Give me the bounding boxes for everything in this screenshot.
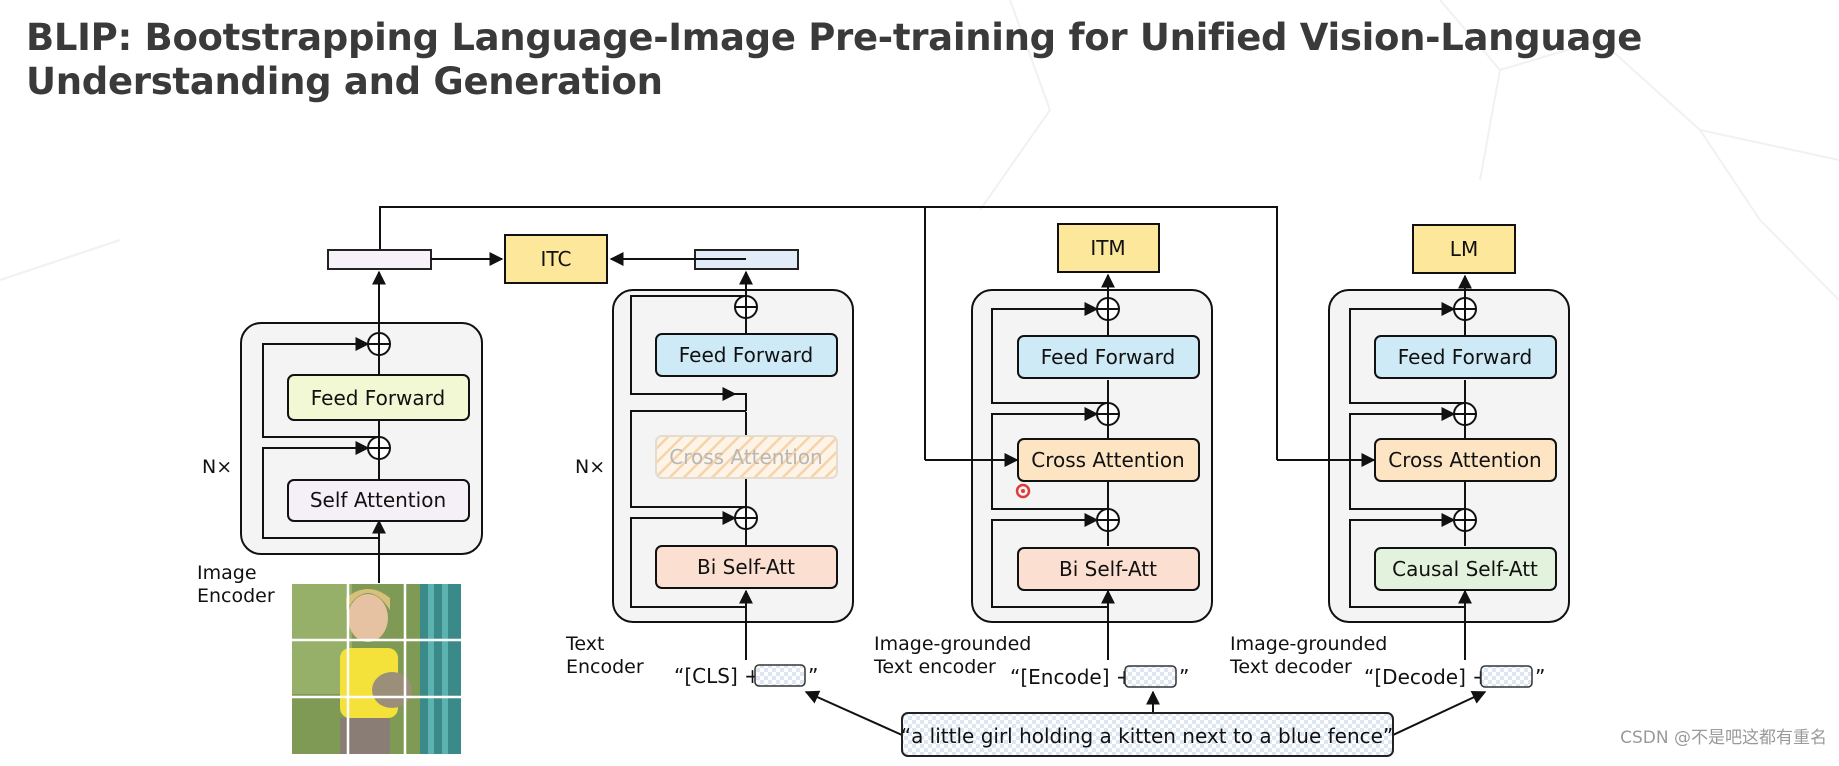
- grounded-encoder-bi-self-att-label: Bi Self-Att: [1059, 557, 1157, 581]
- add-node-icon: [1096, 297, 1120, 321]
- grounded-decoder-label-line2: Text decoder: [1229, 656, 1352, 678]
- input-image-girl-with-kitten: [292, 584, 461, 754]
- image-feed-forward-box: [287, 374, 470, 421]
- causal-self-att-box: [1374, 547, 1557, 591]
- image-encoder-repeat-label: N×: [202, 456, 232, 478]
- encode-token-close-quote: ”: [1179, 665, 1189, 689]
- add-node-icon: [734, 295, 758, 319]
- cls-token-close-quote: ”: [808, 664, 818, 688]
- text-encoder-feed-forward-box: [655, 333, 838, 377]
- text-encoder: Cross Attention Feed Forward Bi Self-Att…: [565, 249, 854, 688]
- self-attention-box: [287, 479, 470, 522]
- itc-box: [504, 234, 608, 284]
- grounded-decoder-cross-attention-label: Cross Attention: [1388, 448, 1542, 472]
- decode-token-label: “[Decode] +: [1364, 665, 1489, 689]
- text-encoder-bi-self-att-box: [655, 545, 838, 589]
- decode-token-embedding: [1480, 665, 1533, 688]
- image-embedding-bar: [327, 249, 432, 270]
- page-title: BLIP: Bootstrapping Language-Image Pre-t…: [26, 16, 1643, 103]
- lm-box: [1412, 224, 1516, 274]
- self-attention-label: Self Attention: [310, 488, 446, 512]
- grounded-encoder-feed-forward-box: [1017, 335, 1200, 379]
- add-node-icon: [1453, 508, 1477, 532]
- text-encoder-feed-forward-label: Feed Forward: [679, 343, 814, 367]
- watermark: CSDN @不是吧这都有重名: [1620, 728, 1827, 748]
- text-encoder-cross-attention-label: Cross Attention: [669, 445, 823, 469]
- add-node-icon: [367, 332, 391, 356]
- grounded-encoder-label-line2: Text encoder: [873, 656, 996, 678]
- decode-token-close-quote: ”: [1535, 665, 1545, 689]
- cls-token-embedding: [754, 664, 806, 687]
- image-encoder-label-line1: Image: [197, 562, 257, 584]
- text-encoder-repeat-label: N×: [575, 456, 605, 478]
- grounded-encoder-label-line1: Image-grounded: [874, 633, 1031, 655]
- add-node-icon: [1096, 402, 1120, 426]
- add-node-icon: [1453, 402, 1477, 426]
- add-node-icon: [367, 436, 391, 460]
- text-encoder-cross-attention-disabled: [655, 435, 838, 479]
- grounded-decoder-feed-forward-box: [1374, 335, 1557, 379]
- encode-token-label: “[Encode] +: [1010, 665, 1133, 689]
- caption-input: “a little girl holding a kitten next to …: [804, 690, 1487, 757]
- cursor-indicator-icon: [1015, 483, 1031, 499]
- caption-text: “a little girl holding a kitten next to …: [901, 724, 1394, 748]
- text-encoder-label-line2: Encoder: [566, 656, 644, 678]
- add-node-icon: [734, 506, 758, 530]
- grounded-decoder-cross-attention-box: [1374, 438, 1557, 482]
- itc-label: ITC: [541, 247, 572, 271]
- add-node-icon: [1453, 297, 1477, 321]
- grounded-encoder-bi-self-att-box: [1017, 547, 1200, 591]
- image-grounded-text-decoder: LM Feed Forward Cross Attention Causal S…: [1229, 224, 1570, 689]
- add-node-icon: [1096, 508, 1120, 532]
- image-feed-forward-label: Feed Forward: [311, 386, 446, 410]
- itm-box: [1057, 223, 1160, 273]
- text-encoder-bi-self-att-label: Bi Self-Att: [697, 555, 795, 579]
- top-connector-lines: [379, 206, 1278, 460]
- text-encoder-label-line1: Text: [565, 633, 604, 655]
- image-encoder: Feed Forward Self Attention N× Image Enc…: [197, 249, 504, 754]
- grounded-encoder-feed-forward-label: Feed Forward: [1041, 345, 1176, 369]
- grounded-encoder-cross-attention-box: [1017, 438, 1200, 482]
- grounded-encoder-cross-attention-label: Cross Attention: [1031, 448, 1185, 472]
- lm-label: LM: [1450, 237, 1478, 261]
- grounded-decoder-feed-forward-label: Feed Forward: [1398, 345, 1533, 369]
- image-grounded-text-encoder: ITM Feed Forward Cross Attention Bi Self…: [873, 223, 1213, 689]
- caption-box: [901, 712, 1394, 757]
- cls-token-label: “[CLS] +: [674, 664, 761, 688]
- grounded-decoder-label-line1: Image-grounded: [1230, 633, 1387, 655]
- causal-self-att-label: Causal Self-Att: [1392, 557, 1538, 581]
- itm-label: ITM: [1090, 236, 1125, 260]
- image-encoder-label-line2: Encoder: [197, 585, 275, 607]
- encode-token-embedding: [1124, 665, 1177, 688]
